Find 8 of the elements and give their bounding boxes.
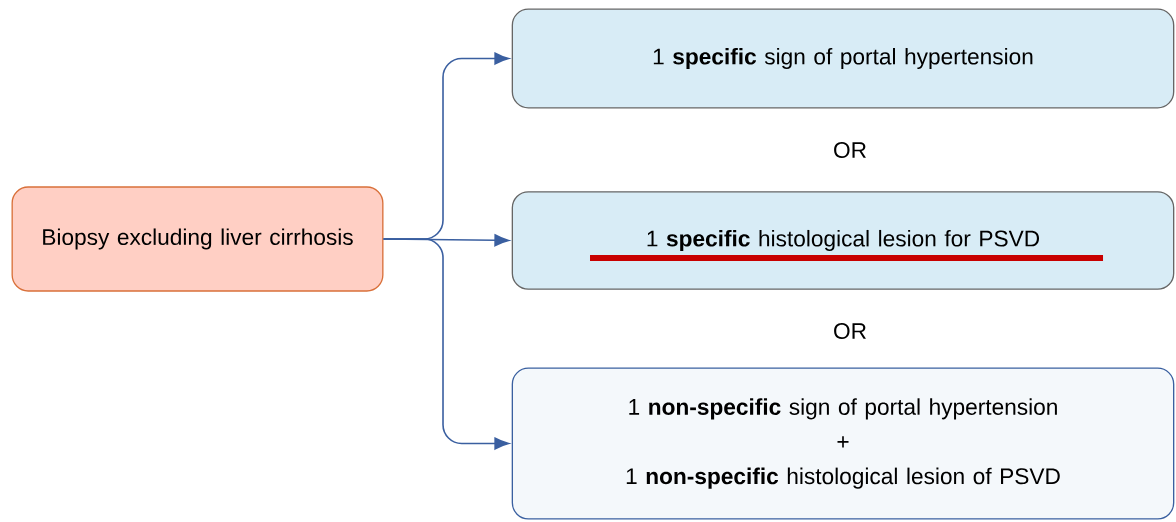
arrow — [382, 234, 510, 247]
process-box: 1 specific sign of portal hypertension — [511, 8, 1175, 109]
connector-text: OR — [834, 142, 866, 159]
process-box: Biopsy excluding liver cirrhosis — [11, 186, 384, 292]
arrow — [382, 238, 510, 450]
connector-text: OR — [834, 323, 866, 340]
process-box: 1 non-specific sign of portal hypertension + 1 non-specific histological lesion of PSVD — [511, 367, 1175, 520]
process-box: 1 specific histological lesion for PSVD — [511, 191, 1175, 290]
